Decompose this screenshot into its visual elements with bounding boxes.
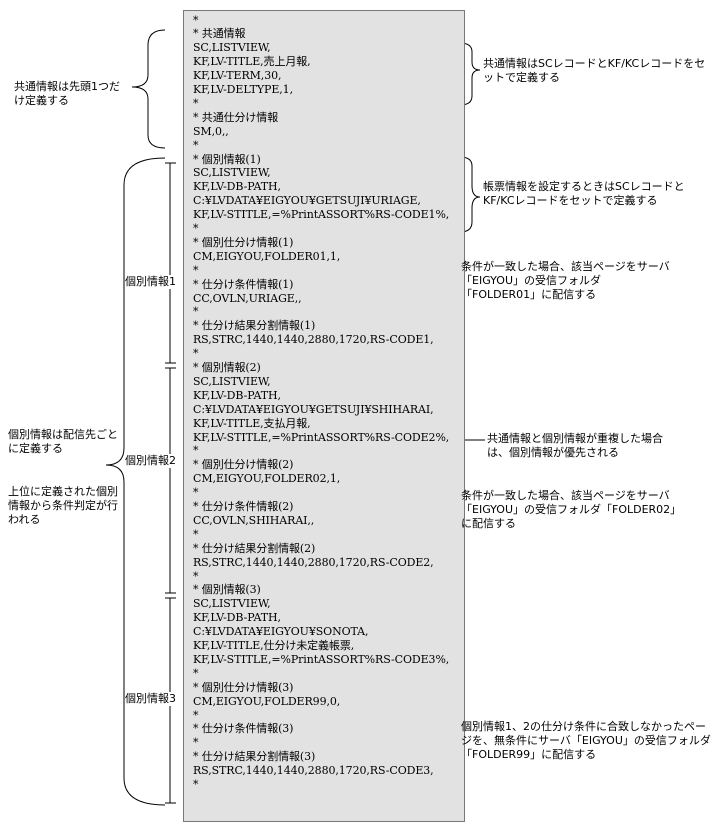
note-evaluation-order: 上位に定義された個別情報から条件判定が行われる: [8, 485, 118, 526]
note-report-sc-kf-set: 帳票情報を設定するときはSCレコードとKF/KCレコードをセットで定義する: [483, 180, 685, 207]
code-line: *: [193, 138, 199, 152]
code-line: KF,LV-DB-PATH,: [193, 388, 281, 402]
code-line: KF,LV-STITLE,=%PrintASSORT%RS-CODE3%,: [193, 652, 450, 666]
brace-common-left: [131, 29, 166, 149]
code-line: RS,STRC,1440,1440,2880,1720,RS-CODE2,: [193, 555, 434, 569]
code-line: SC,LISTVIEW,: [193, 374, 271, 388]
code-line: * 仕分け条件情報(2): [193, 500, 294, 513]
code-line: * 個別情報(2): [193, 361, 261, 374]
note-common-sc-kf-set: 共通情報はSCレコードとKF/KCレコードをセットで定義する: [483, 57, 706, 84]
code-line: * 仕分け条件情報(3): [193, 722, 294, 736]
brace-individual-left: [105, 157, 166, 806]
note-folder99: 個別情報1、2の仕分け条件に合致しなかったページを、無条件にサーバ「EIGYOU…: [461, 720, 711, 761]
note-individual-per-destination: 個別情報は配信先ごとに定義する: [8, 428, 118, 455]
code-line: *: [193, 305, 199, 319]
code-line: RS,STRC,1440,1440,2880,1720,RS-CODE1,: [193, 333, 434, 347]
code-line: *: [193, 736, 199, 750]
code-line: CC,OVLN,SHIHARAI,,: [193, 513, 315, 527]
code-line: KF,LV-TITLE,売上月報,: [193, 55, 311, 69]
code-line: * 共通情報: [193, 27, 246, 41]
note-folder01: 条件が一致した場合、該当ページをサーバ「EIGYOU」の受信フォルダ「FOLDE…: [461, 260, 670, 301]
code-line: KF,LV-TITLE,仕分け未定義帳票,: [193, 639, 355, 652]
code-line: SM,0,,: [193, 124, 229, 138]
code-line: * 仕分け結果分割情報(3): [193, 750, 316, 764]
code-line: SC,LISTVIEW,: [193, 41, 271, 55]
brace-common-right: [459, 42, 481, 106]
code-line: * 仕分け結果分割情報(2): [193, 541, 316, 555]
note-folder02: 条件が一致した場合、該当ページをサーバ「EIGYOU」の受信フォルダ「FOLDE…: [461, 489, 682, 530]
code-line: * 共通仕分け情報: [193, 110, 279, 124]
code-line: CC,OVLN,URIAGE,,: [193, 291, 302, 305]
code-line: * 仕分け条件情報(1): [193, 277, 294, 291]
code-line: *: [193, 666, 199, 680]
code-line: *: [193, 96, 199, 110]
code-line: * 個別仕分け情報(2): [193, 458, 294, 472]
code-line: * 仕分け結果分割情報(1): [193, 319, 316, 333]
brace-report-right: [459, 156, 481, 233]
code-line: *: [193, 222, 199, 235]
code-line: KF,LV-DB-PATH,: [193, 180, 281, 194]
group-label-1: 個別情報1: [125, 275, 176, 289]
code-line: SC,LISTVIEW,: [193, 166, 271, 180]
group-label-2: 個別情報2: [125, 454, 176, 468]
code-line: *: [193, 778, 199, 791]
code-line: KF,LV-DELTYPE,1,: [193, 83, 293, 96]
note-common-head: 共通情報は先頭1つだけ定義する: [14, 80, 120, 107]
code-line: C:¥LVDATA¥EIGYOU¥GETSUJI¥URIAGE,: [193, 194, 421, 208]
code-line: *: [193, 444, 199, 458]
code-line: C:¥LVDATA¥EIGYOU¥GETSUJI¥SHIHARAI,: [193, 402, 434, 416]
code-line: *: [193, 708, 199, 722]
code-line: KF,LV-DB-PATH,: [193, 611, 281, 625]
code-line: *: [193, 13, 199, 27]
code-line: CM,EIGYOU,FOLDER02,1,: [193, 472, 341, 486]
code-line: KF,LV-STITLE,=%PrintASSORT%RS-CODE1%,: [193, 208, 450, 222]
code-line: *: [193, 569, 199, 583]
note-priority: 共通情報と個別情報が重複した場合は、個別情報が優先される: [487, 432, 663, 459]
code-line: CM,EIGYOU,FOLDER99,0,: [193, 694, 341, 708]
definition-file-box: [183, 10, 465, 822]
code-line: *: [193, 486, 199, 500]
code-line: * 個別情報(1): [193, 152, 261, 166]
group-label-3: 個別情報3: [125, 692, 176, 706]
code-line: KF,LV-TERM,30,: [193, 69, 282, 83]
code-line: KF,LV-TITLE,支払月報,: [193, 416, 311, 430]
code-line: * 個別情報(3): [193, 583, 261, 597]
code-line: * 個別仕分け情報(1): [193, 235, 294, 249]
code-line: SC,LISTVIEW,: [193, 597, 271, 611]
code-line: *: [193, 263, 199, 277]
group-divider-lines: [165, 162, 176, 804]
code-line: C:¥LVDATA¥EIGYOU¥SONOTA,: [193, 625, 369, 639]
code-line: RS,STRC,1440,1440,2880,1720,RS-CODE3,: [193, 764, 434, 778]
code-line: * 個別仕分け情報(3): [193, 680, 294, 694]
code-line: *: [193, 347, 199, 361]
code-line: *: [193, 527, 199, 541]
code-line: KF,LV-STITLE,=%PrintASSORT%RS-CODE2%,: [193, 430, 450, 444]
code-line: CM,EIGYOU,FOLDER01,1,: [193, 249, 341, 263]
